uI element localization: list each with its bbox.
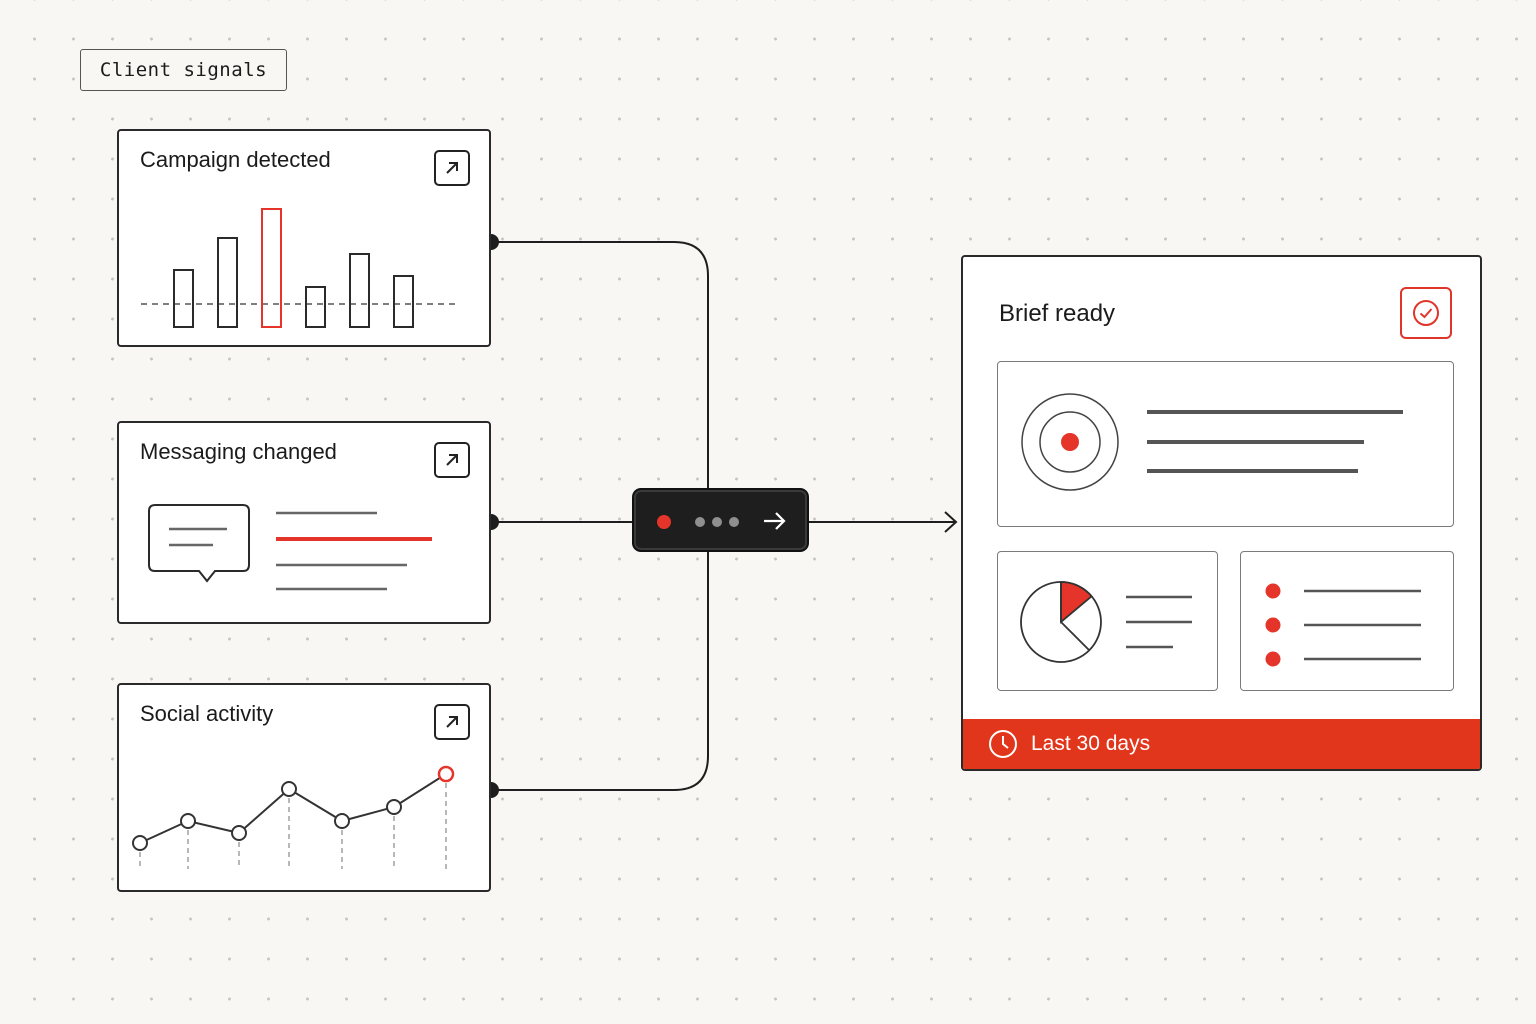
- signal-title: Messaging changed: [140, 439, 337, 464]
- status-dot-icon: [657, 515, 671, 529]
- signal-card-messaging[interactable]: Messaging changed: [117, 421, 491, 624]
- bar-illustration: [217, 237, 238, 328]
- ellipsis-icon: [712, 517, 722, 527]
- trend-point: [334, 813, 350, 829]
- trend-point: [231, 825, 247, 841]
- arrow-up-right-icon[interactable]: [434, 150, 470, 186]
- ellipsis-icon: [695, 517, 705, 527]
- bar-chart-illustration: [141, 208, 459, 328]
- bullet-icon: [1265, 617, 1281, 633]
- arrow-right-icon: [764, 512, 786, 530]
- client-signals-tag: Client signals: [80, 49, 287, 91]
- target-center-icon: [1061, 433, 1079, 451]
- signal-title: Social activity: [140, 701, 274, 726]
- processor-node[interactable]: [634, 490, 807, 550]
- bar-illustration: [305, 286, 326, 328]
- speech-bubble-icon: [148, 504, 250, 583]
- brief-panel-pie: [997, 551, 1218, 691]
- check-circle-icon: [1400, 287, 1452, 339]
- bar-illustration: [393, 275, 414, 328]
- trend-point: [180, 813, 196, 829]
- target-ring-inner: [1039, 411, 1101, 473]
- target-ring-outer: [1021, 393, 1119, 491]
- brief-title: Brief ready: [999, 300, 1116, 327]
- brief-footer: Last 30 days: [963, 719, 1480, 769]
- message-illustration: [148, 504, 432, 591]
- bullet-icon: [1265, 651, 1281, 667]
- signal-card-social[interactable]: Social activity: [117, 683, 491, 892]
- pie-illustration: [1020, 581, 1192, 663]
- trend-point: [132, 835, 148, 851]
- signal-title: Campaign detected: [140, 147, 331, 172]
- client-signals-label: Client signals: [99, 59, 268, 81]
- line-chart-illustration: [132, 765, 455, 869]
- connector-campaign: [491, 241, 709, 490]
- bar-illustration: [173, 269, 194, 328]
- ellipsis-icon: [729, 517, 739, 527]
- brief-card[interactable]: Brief ready: [961, 255, 1482, 771]
- bar-illustration: [349, 253, 370, 328]
- signal-card-campaign[interactable]: Campaign detected: [117, 129, 491, 347]
- bullet-icon: [1265, 583, 1281, 599]
- trend-point: [386, 799, 402, 815]
- brief-period-label: Last 30 days: [1031, 732, 1151, 755]
- connector-output-arrowhead: [944, 511, 958, 533]
- bar-illustration-highlight: [261, 208, 282, 328]
- arrow-up-right-icon[interactable]: [434, 704, 470, 740]
- trend-point-highlight: [437, 765, 455, 783]
- clock-icon: [989, 730, 1017, 758]
- trend-point: [281, 781, 297, 797]
- bullet-list-illustration: [1265, 583, 1421, 667]
- target-illustration: [1021, 393, 1403, 491]
- arrow-up-right-icon[interactable]: [434, 442, 470, 478]
- brief-panel-target: [997, 361, 1454, 527]
- brief-panel-list: [1240, 551, 1454, 691]
- connector-social: [491, 550, 709, 791]
